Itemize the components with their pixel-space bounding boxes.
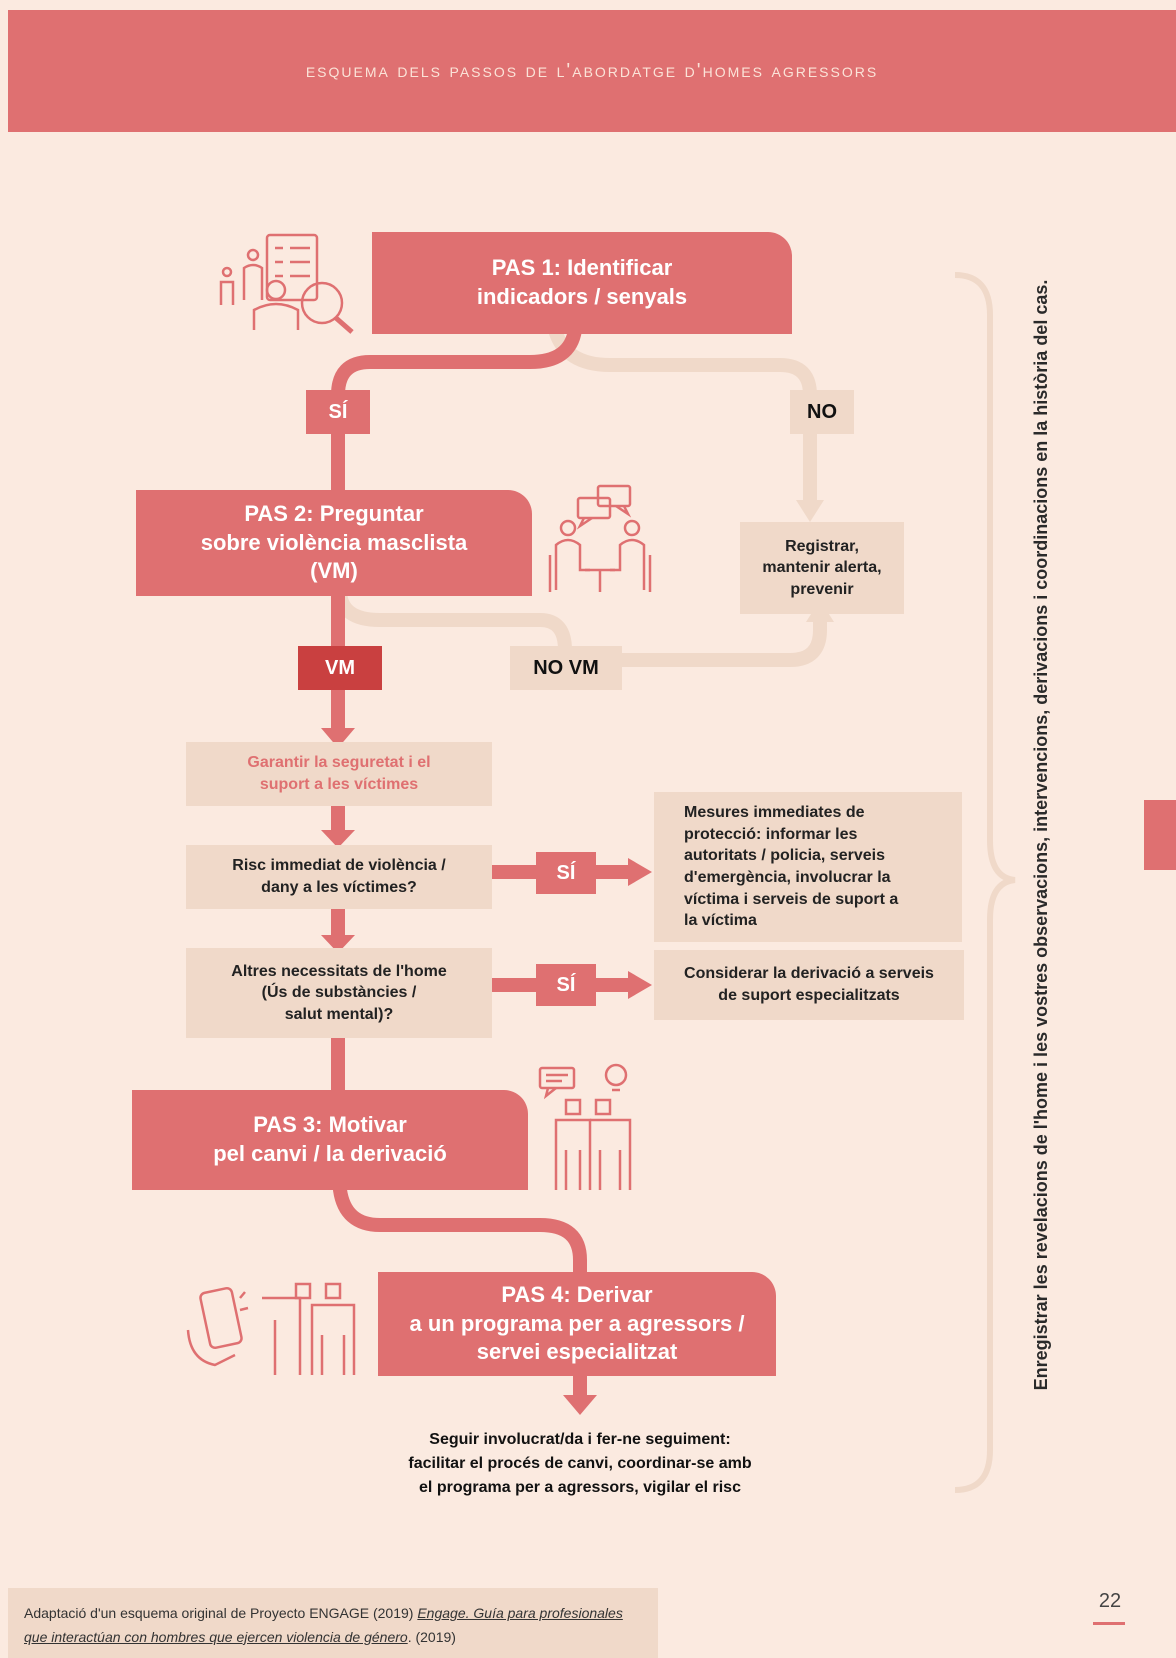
altres-question-box: Altres necessitats de l'home (Ús de subs… — [186, 948, 492, 1038]
registrar-box: Registrar, mantenir alerta, prevenir — [740, 522, 904, 614]
no-arrowhead — [796, 500, 824, 522]
page-edge-tab — [1144, 800, 1176, 870]
right-brace — [954, 272, 1016, 1493]
source-footnote: Adaptació d'un esquema original de Proye… — [8, 1588, 658, 1658]
arrowhead-considerar — [628, 971, 652, 999]
arrowhead-seguir — [563, 1395, 597, 1415]
footnote-prefix: Adaptació d'un esquema original de Proye… — [24, 1605, 418, 1621]
identify-person-search-icon — [219, 233, 354, 334]
arrowhead-mesures — [628, 858, 652, 886]
vm-label: VM — [298, 646, 382, 690]
garantir-box: Garantir la seguretat i el suport a les … — [186, 742, 492, 806]
footnote-suffix: . (2019) — [407, 1628, 456, 1645]
conversation-icon — [548, 484, 652, 592]
step-3-box: PAS 3: Motivar pel canvi / la derivació — [132, 1090, 528, 1190]
considerar-box: Considerar la derivació a serveis de sup… — [654, 950, 964, 1020]
side-note-vertical: Enregistrar les revelacions de l'home i … — [1030, 279, 1051, 1391]
risc-question-box: Risc immediat de violència / dany a les … — [186, 845, 492, 909]
main-line-6 — [333, 1183, 587, 1282]
si-label-3: SÍ — [536, 964, 596, 1006]
arrowhead-altres — [321, 935, 355, 953]
page-number: 22 — [1098, 1590, 1122, 1612]
no-branch-line — [548, 323, 817, 507]
arrowhead-garantir — [321, 728, 355, 748]
si-label-1: SÍ — [306, 390, 370, 434]
page-number-underline — [1093, 1622, 1125, 1625]
no-vm-label: NO VM — [510, 646, 622, 690]
step-2-box: PAS 2: Preguntar sobre violència masclis… — [136, 490, 532, 596]
footnote-source-title: Engage. Guía para profesionales que inte… — [24, 1605, 623, 1645]
seguir-text: Seguir involucrat/da i fer-ne seguiment:… — [408, 1431, 752, 1496]
page-title: Esquema dels passos de l'abordatge d'hom… — [305, 59, 879, 82]
two-people-talking-icon — [538, 1063, 632, 1190]
si-branch-line — [331, 323, 582, 497]
arrowhead-risc — [321, 830, 355, 848]
no-label-1: NO — [790, 390, 854, 434]
mesures-box: Mesures immediates de protecció: informa… — [654, 792, 962, 942]
no-vm-branch-line — [333, 583, 827, 667]
si-label-2: SÍ — [536, 852, 596, 894]
step-1-box: PAS 1: Identificar indicadors / senyals — [372, 232, 792, 334]
header-banner: Esquema dels passos de l'abordatge d'hom… — [8, 10, 1176, 132]
step-4-box: PAS 4: Derivar a un programa per a agres… — [378, 1272, 776, 1376]
phone-referral-icon — [186, 1282, 356, 1375]
